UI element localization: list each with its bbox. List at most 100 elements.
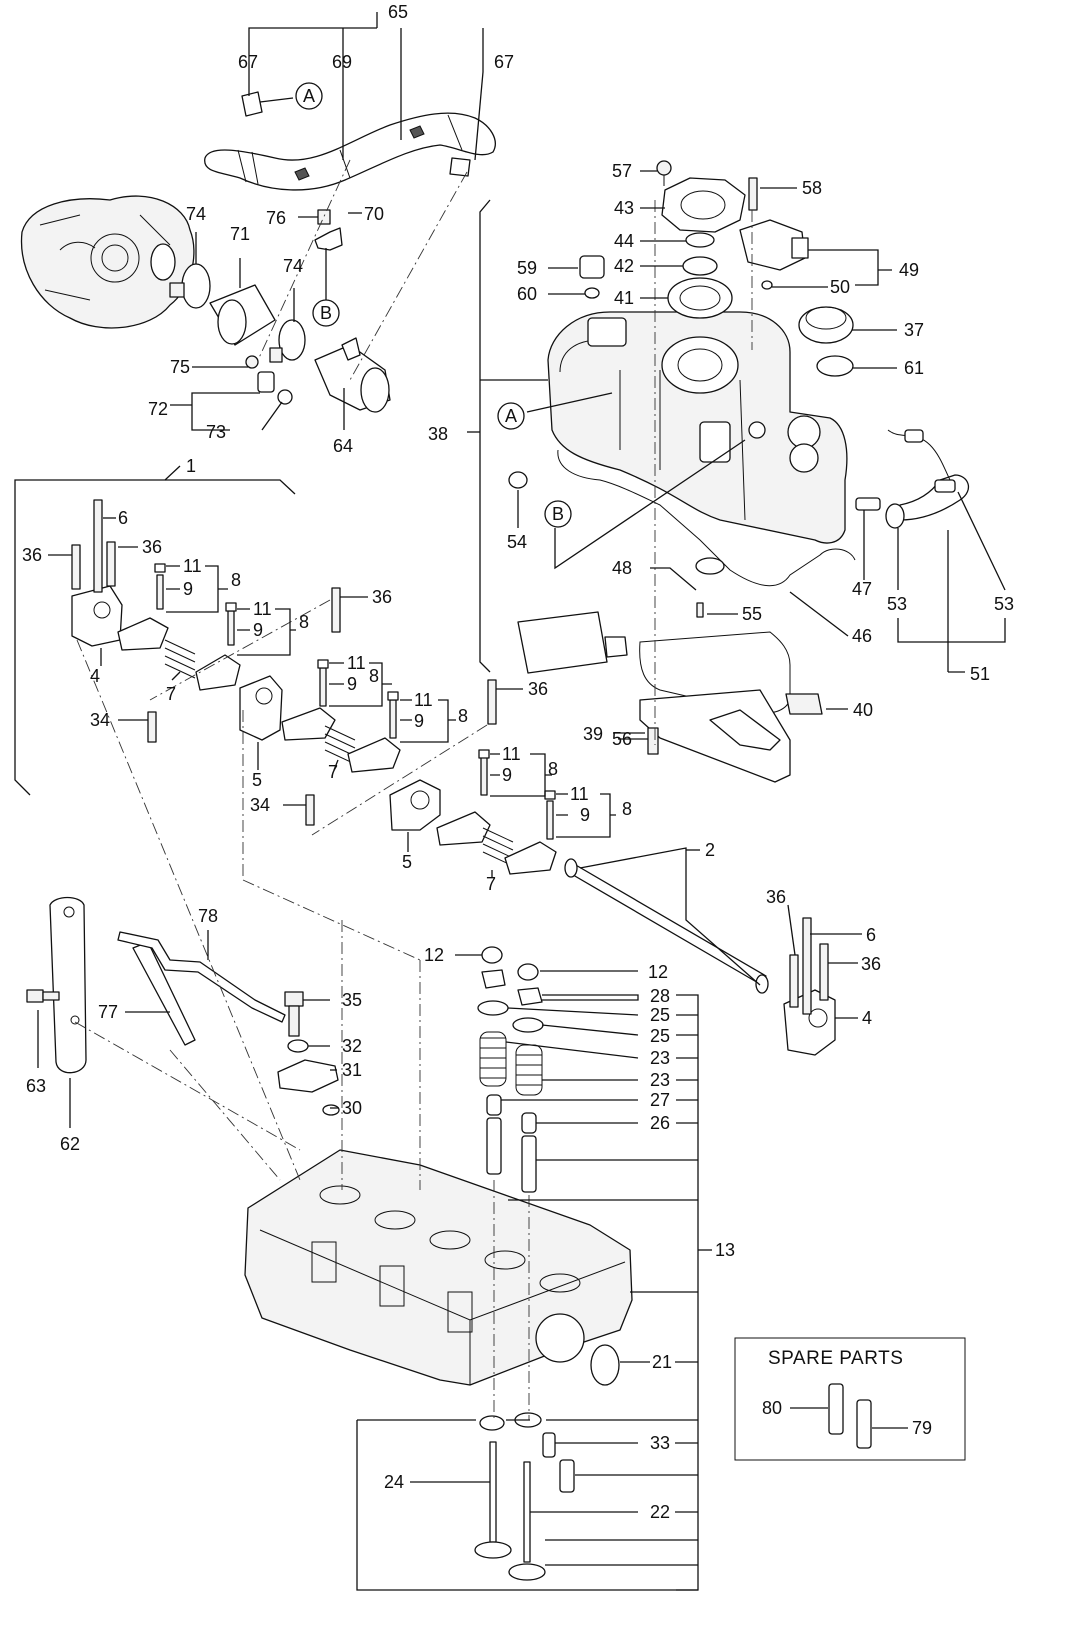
callout-12: 12 xyxy=(648,962,668,982)
retainer-25-a xyxy=(477,1000,509,1016)
callout-32: 32 xyxy=(342,1036,362,1056)
callout-55: 55 xyxy=(742,604,762,624)
turbocharger xyxy=(20,195,195,329)
bolt-76 xyxy=(317,209,331,225)
sealant-tube xyxy=(517,611,628,674)
nut-11-c xyxy=(317,659,329,669)
callout-11: 11 xyxy=(183,556,202,576)
sleeve-71 xyxy=(209,284,276,346)
callout-53: 53 xyxy=(887,594,907,614)
screw-55 xyxy=(696,602,704,618)
callout-46: 46 xyxy=(852,626,872,646)
valve-24 xyxy=(474,1441,512,1559)
fitting-47 xyxy=(855,497,881,511)
bolt-58 xyxy=(748,177,758,211)
rocker-shaft-2 xyxy=(564,858,769,994)
adjuster-9-e xyxy=(480,756,488,796)
o-ring-50 xyxy=(761,280,773,290)
spring-7-a xyxy=(164,639,196,679)
callout-51: 51 xyxy=(970,664,990,684)
callout-31: 31 xyxy=(342,1060,362,1080)
callout-9: 9 xyxy=(580,805,590,825)
callout-labels: 65 67 69 67 76 70 74 71 74 75 72 73 64 5… xyxy=(22,2,1014,1522)
callout-36: 36 xyxy=(528,679,548,699)
callout-11: 11 xyxy=(502,744,521,764)
callout-36: 36 xyxy=(22,545,42,565)
callout-38: 38 xyxy=(428,424,448,444)
callout-22: 22 xyxy=(650,1502,670,1522)
valve-guide-b xyxy=(521,1135,537,1193)
callout-67: 67 xyxy=(494,52,514,72)
callout-35: 35 xyxy=(342,990,362,1010)
nut-11-b xyxy=(225,602,237,612)
callout-4: 4 xyxy=(90,666,100,686)
stud-6-right xyxy=(802,917,812,1015)
callout-41: 41 xyxy=(614,288,634,308)
busbar-78 xyxy=(117,931,286,1023)
clamp-74-lower xyxy=(269,319,306,363)
nut-11-d xyxy=(387,691,399,701)
valve-spring-23-a xyxy=(479,1031,507,1087)
callout-28: 28 xyxy=(650,986,670,1006)
bolt-34-b xyxy=(305,794,315,826)
callout-9: 9 xyxy=(502,765,512,785)
callout-75: 75 xyxy=(170,357,190,377)
callout-25: 25 xyxy=(650,1026,670,1046)
callout-6: 6 xyxy=(866,925,876,945)
washer-32 xyxy=(287,1039,309,1053)
callout-7: 7 xyxy=(486,874,496,894)
callout-23: 23 xyxy=(650,1070,670,1090)
callout-7: 7 xyxy=(166,684,176,704)
nut-11-a xyxy=(154,563,166,573)
callout-8: 8 xyxy=(231,570,241,590)
bolt-36-left-a xyxy=(71,544,81,590)
cap-54 xyxy=(508,471,528,489)
collet-28-b xyxy=(517,987,543,1006)
insert-33 xyxy=(542,1432,556,1458)
fitting-72 xyxy=(257,371,275,393)
callout-6: 6 xyxy=(118,508,128,528)
callout-78: 78 xyxy=(198,906,218,926)
spring-7-b xyxy=(324,725,356,765)
callout-13: 13 xyxy=(715,1240,735,1260)
cap-12-b xyxy=(517,963,539,981)
callout-7: 7 xyxy=(328,762,338,782)
adjuster-9-a xyxy=(156,574,164,610)
callout-1: 1 xyxy=(186,456,196,476)
spring-44 xyxy=(685,232,715,248)
callout-9: 9 xyxy=(253,620,263,640)
stud-6-left xyxy=(93,499,103,593)
callout-33: 33 xyxy=(650,1433,670,1453)
bolt-36-right-a xyxy=(789,954,799,1008)
ref-label: A xyxy=(505,406,517,426)
callout-49: 49 xyxy=(899,260,919,280)
rocker-arm-8-e xyxy=(436,811,491,846)
seal-27 xyxy=(486,1094,502,1116)
reference-marker-b-cover: B xyxy=(544,500,572,528)
callout-9: 9 xyxy=(183,579,193,599)
leader-lines xyxy=(14,12,1006,1591)
cylinder-head-13 xyxy=(244,1149,633,1386)
rocker-support-5-b xyxy=(389,779,441,831)
valve-guide-a xyxy=(486,1117,502,1175)
oil-cap-37 xyxy=(798,306,854,344)
callout-25: 25 xyxy=(650,1005,670,1025)
callout-4: 4 xyxy=(862,1008,872,1028)
nut-11-e xyxy=(478,749,490,759)
hose-clamp-67-right xyxy=(449,157,471,177)
callout-21: 21 xyxy=(652,1352,672,1372)
callout-64: 64 xyxy=(333,436,353,456)
bolt-36-mid-a xyxy=(331,587,341,633)
cover-plate-43 xyxy=(661,177,746,233)
bolt-56 xyxy=(647,727,659,755)
callout-43: 43 xyxy=(614,198,634,218)
gasket-48 xyxy=(695,557,725,575)
callout-9: 9 xyxy=(414,711,424,731)
rocker-arm-8-f xyxy=(504,841,557,875)
callout-5: 5 xyxy=(252,770,262,790)
callout-11: 11 xyxy=(414,690,433,710)
o-ring-60 xyxy=(584,287,600,299)
callout-11: 11 xyxy=(570,784,589,804)
sensor-49 xyxy=(739,219,809,271)
seal-26 xyxy=(521,1112,537,1134)
